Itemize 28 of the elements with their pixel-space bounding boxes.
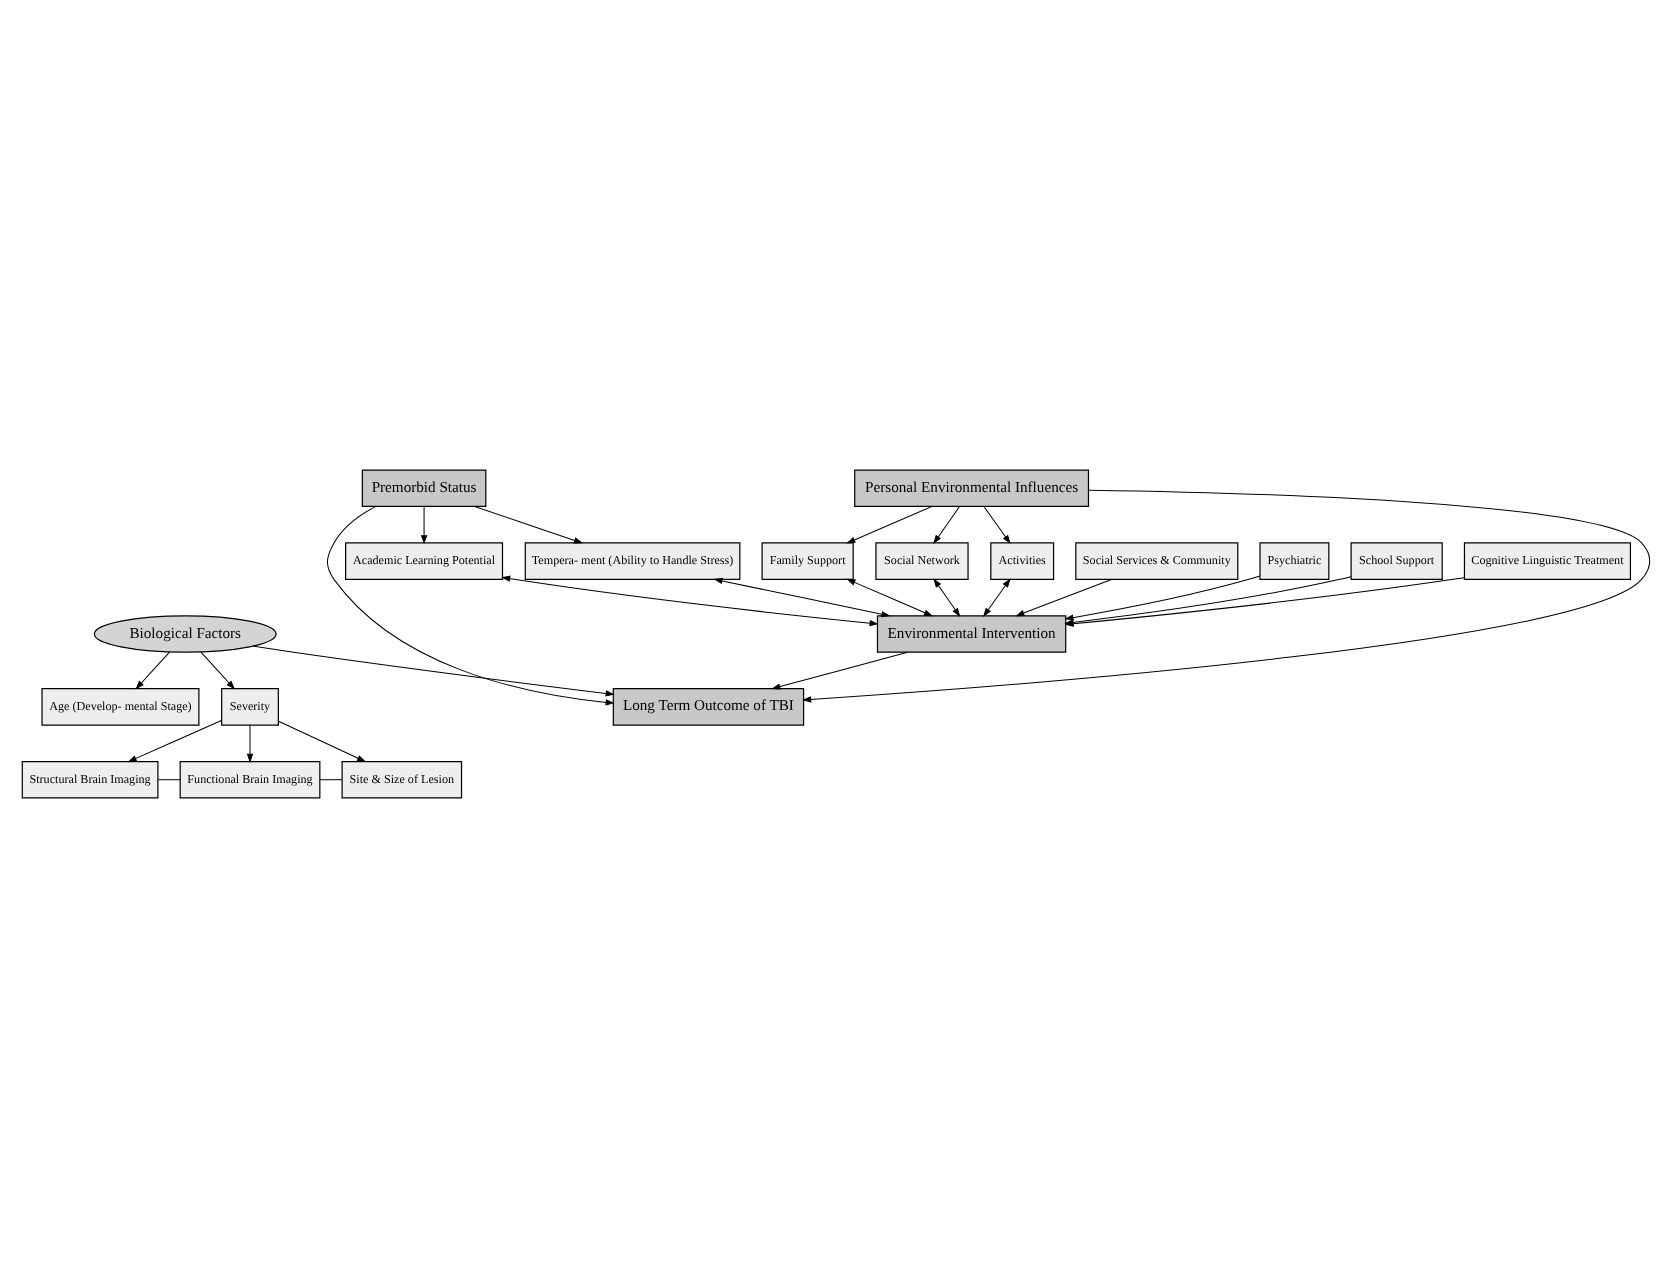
node-box: Long Term Outcome of TBI xyxy=(611,687,804,725)
arrow xyxy=(134,650,170,689)
arrow xyxy=(770,650,908,689)
arrow xyxy=(845,577,933,616)
arrow xyxy=(982,577,1010,616)
arrow xyxy=(473,505,583,543)
arrow xyxy=(845,505,931,543)
arrow xyxy=(277,719,366,762)
arrow xyxy=(419,505,427,544)
arrow xyxy=(801,488,1650,702)
connector xyxy=(318,778,342,780)
node-box: Premorbid Status xyxy=(360,468,486,507)
arrow xyxy=(126,719,221,762)
arrow xyxy=(251,644,614,696)
arrow xyxy=(712,576,890,617)
arrow xyxy=(1063,574,1260,620)
node-box: Personal Environmental Influences xyxy=(853,468,1089,507)
node-ellipse: Biological Factors xyxy=(92,614,276,652)
connector xyxy=(156,778,180,780)
arrow xyxy=(1014,577,1111,616)
arrow xyxy=(500,574,878,626)
arrow xyxy=(199,650,235,689)
arrow xyxy=(325,505,614,705)
node-box: Environmental Intervention xyxy=(875,614,1066,652)
arrow xyxy=(982,505,1010,544)
arrow xyxy=(932,577,960,616)
arrow xyxy=(245,723,253,762)
arrow xyxy=(932,505,959,544)
